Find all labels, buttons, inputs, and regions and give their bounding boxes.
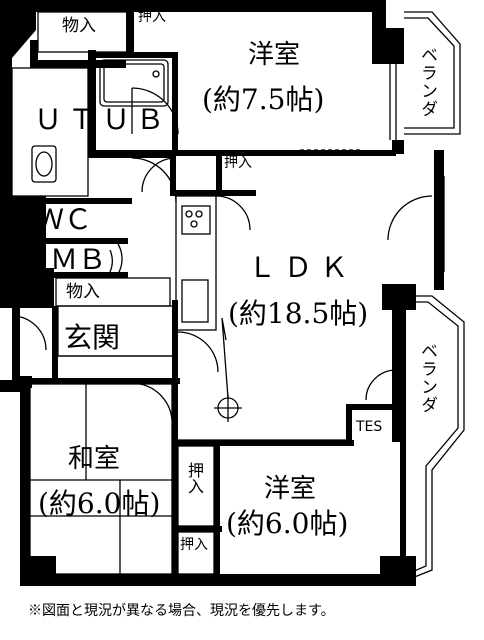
ldk-name: ＬＤＫ — [248, 251, 357, 284]
tes-label: TES — [356, 419, 383, 435]
japanese-room-size: (約6.0帖) — [38, 487, 161, 520]
western-room-north-size: (約7.5帖) — [202, 83, 325, 116]
ldk-closet: 押入 — [224, 155, 252, 171]
walls — [0, 0, 444, 586]
ldk-size: (約18.5帖) — [228, 297, 369, 330]
south-closet-1: 押入 — [185, 462, 204, 494]
south-closet-2: 押入 — [180, 537, 208, 553]
mb-label: ＭＢ — [50, 243, 107, 276]
western-room-south-size: (約6.0帖) — [226, 507, 349, 540]
balcony-south-label: ベランダ — [417, 342, 437, 414]
thin-lines — [11, 11, 465, 579]
disclaimer-note: ※図面と現況が異なる場合、現況を優先します。 — [28, 603, 335, 619]
utub-label: ＵＴＵＢ — [34, 103, 171, 136]
entrance-label: 玄関 — [64, 321, 121, 354]
japanese-room-name: 和室 — [68, 444, 121, 474]
western-room-south-name: 洋室 — [264, 474, 317, 504]
balcony-north-label: ベランダ — [417, 46, 437, 118]
storage-mb: 物入 — [66, 282, 100, 302]
western-room-north-name: 洋室 — [248, 40, 301, 70]
wc-label: ＷＣ — [36, 203, 93, 236]
storage-top-left: 物入 — [62, 16, 96, 36]
closet-top: 押入 — [138, 9, 166, 25]
